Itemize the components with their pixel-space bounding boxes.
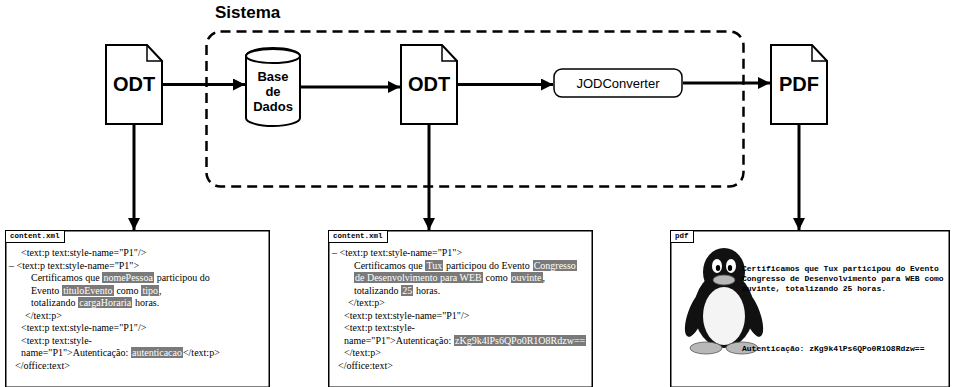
text-holder: ODT — [105, 44, 163, 125]
code-text: </text:p> — [348, 297, 385, 308]
field-value: 25 — [401, 285, 413, 296]
flow-arrow — [428, 125, 431, 230]
code-text: </text:p> — [183, 347, 220, 358]
dashed-boundary — [207, 32, 744, 187]
code-line: Certificamos quenomePessoaparticipou do … — [5, 272, 264, 310]
code-line: <text:p text:style-name="P1">Autenticaçã… — [328, 322, 587, 360]
code-line: </office:text> — [5, 360, 264, 373]
converter-box: JODConverter — [553, 68, 683, 98]
cylinder-top — [246, 49, 300, 63]
text-holder: ODT — [400, 44, 458, 125]
database-cylinder: Base de Dados — [245, 48, 301, 126]
code-line: Certificamos queTuxparticipou do EventoC… — [328, 260, 587, 298]
xml-panel: content.xml <text:p text:style-name="P1"/… — [5, 230, 270, 387]
xml-panel: content.xml – <text:p text:style-name="P1… — [328, 230, 593, 387]
code-lines: – <text:p text:style-name="P1"> Certifica… — [328, 247, 587, 372]
code-text: Certificamos que — [31, 272, 100, 283]
code-text: participou do Evento — [446, 260, 530, 271]
code-text: <text:p text:style-name="P1"/> — [21, 322, 146, 333]
panel-border — [329, 231, 593, 387]
node-label: ODT — [113, 73, 155, 96]
flow-arrow — [458, 83, 553, 86]
panel-border — [671, 231, 950, 387]
cylinder-body — [246, 48, 300, 126]
code-line: <text:p text:style-name="P1">Autenticaçã… — [5, 335, 264, 360]
code-line: – <text:p text:style-name="P1"> — [5, 260, 264, 273]
code-text: <text:p text:style-name="P1"/> — [21, 247, 146, 258]
system-boundary: SistemaBase de DadosODTJODConverter — [205, 30, 745, 188]
code-text: horas. — [416, 285, 440, 296]
certificate-text: Autenticação: zKg9k4lPs6QPo0R1O8Rdzw== — [742, 344, 946, 354]
text-holder: Base de Dados — [245, 48, 301, 126]
code-text: horas. — [135, 297, 159, 308]
page-outline — [401, 45, 457, 124]
field-value: nomePessoa — [102, 272, 153, 283]
code-lines: <text:p text:style-name="P1"/> – <text:p … — [5, 247, 264, 372]
code-text: <text:p text:style-name="P1"/> — [344, 310, 469, 321]
file-tab: content.xml — [328, 230, 388, 243]
flow-arrow — [301, 86, 400, 89]
code-line: </text:p> — [5, 310, 264, 323]
document-icon: ODT — [400, 44, 458, 125]
page-outline — [771, 45, 827, 124]
flow-arrow — [683, 82, 770, 85]
code-text: <text:p text:style-name="P1">Autenticaçã… — [21, 335, 128, 359]
page-fold — [812, 45, 827, 61]
tux-illustration — [678, 244, 770, 356]
code-text: – <text:p text:style-name="P1"> — [332, 247, 462, 258]
code-line: </text:p> — [328, 297, 587, 310]
field-value: autenticacao — [131, 347, 183, 358]
flow-arrow — [133, 125, 136, 230]
code-text: Certificamos que — [354, 260, 423, 271]
code-text: como — [486, 272, 508, 283]
group-heading: Sistema — [215, 3, 280, 23]
document-icon: ODT — [105, 44, 163, 125]
code-line: – <text:p text:style-name="P1"> — [328, 247, 587, 260]
code-line: <text:p text:style-name="P1"/> — [5, 322, 264, 335]
field-value: Tux — [425, 260, 443, 271]
field-value: ouvinte — [511, 272, 543, 283]
code-text: <text:p text:style-name="P1">Autenticaçã… — [344, 322, 451, 346]
node-label: Base de Dados — [251, 69, 295, 114]
box-outline — [554, 69, 682, 97]
pdf-panel: pdfCertificamos que Tux participou do Ev… — [670, 230, 950, 387]
file-tab: content.xml — [5, 230, 65, 243]
text-holder: JODConverter — [553, 68, 683, 98]
field-value: cargaHoraria — [78, 297, 132, 308]
code-line: <text:p text:style-name="P1"/> — [328, 310, 587, 323]
panel-border — [6, 231, 270, 387]
code-line: </office:text> — [328, 360, 587, 373]
code-text: como — [116, 285, 138, 296]
node-label: PDF — [779, 73, 819, 96]
file-tab: pdf — [670, 230, 694, 243]
code-text: </text:p> — [25, 310, 62, 321]
code-text: </office:text> — [338, 360, 393, 371]
field-value: tipo — [141, 285, 159, 296]
text-holder: PDF — [770, 44, 828, 125]
flow-arrow — [798, 125, 801, 230]
pdf-panel-outline — [670, 230, 950, 387]
code-text: </text:p> — [344, 347, 381, 358]
document-icon: PDF — [770, 44, 828, 125]
page-fold — [442, 45, 457, 61]
page-outline — [106, 45, 162, 124]
node-label: ODT — [408, 73, 450, 96]
code-text: </office:text> — [15, 360, 70, 371]
code-text: – <text:p text:style-name="P1"> — [9, 260, 139, 271]
node-label: JODConverter — [576, 76, 659, 91]
page-fold — [147, 45, 162, 61]
flow-arrow — [163, 83, 245, 86]
code-line: <text:p text:style-name="P1"/> — [5, 247, 264, 260]
certificate-text: Certificamos que Tux participou do Event… — [742, 264, 946, 294]
field-value: tituloEvento — [62, 285, 113, 296]
field-value: zKg9k4lPs6QPo0R1O8Rdzw== — [454, 335, 586, 346]
